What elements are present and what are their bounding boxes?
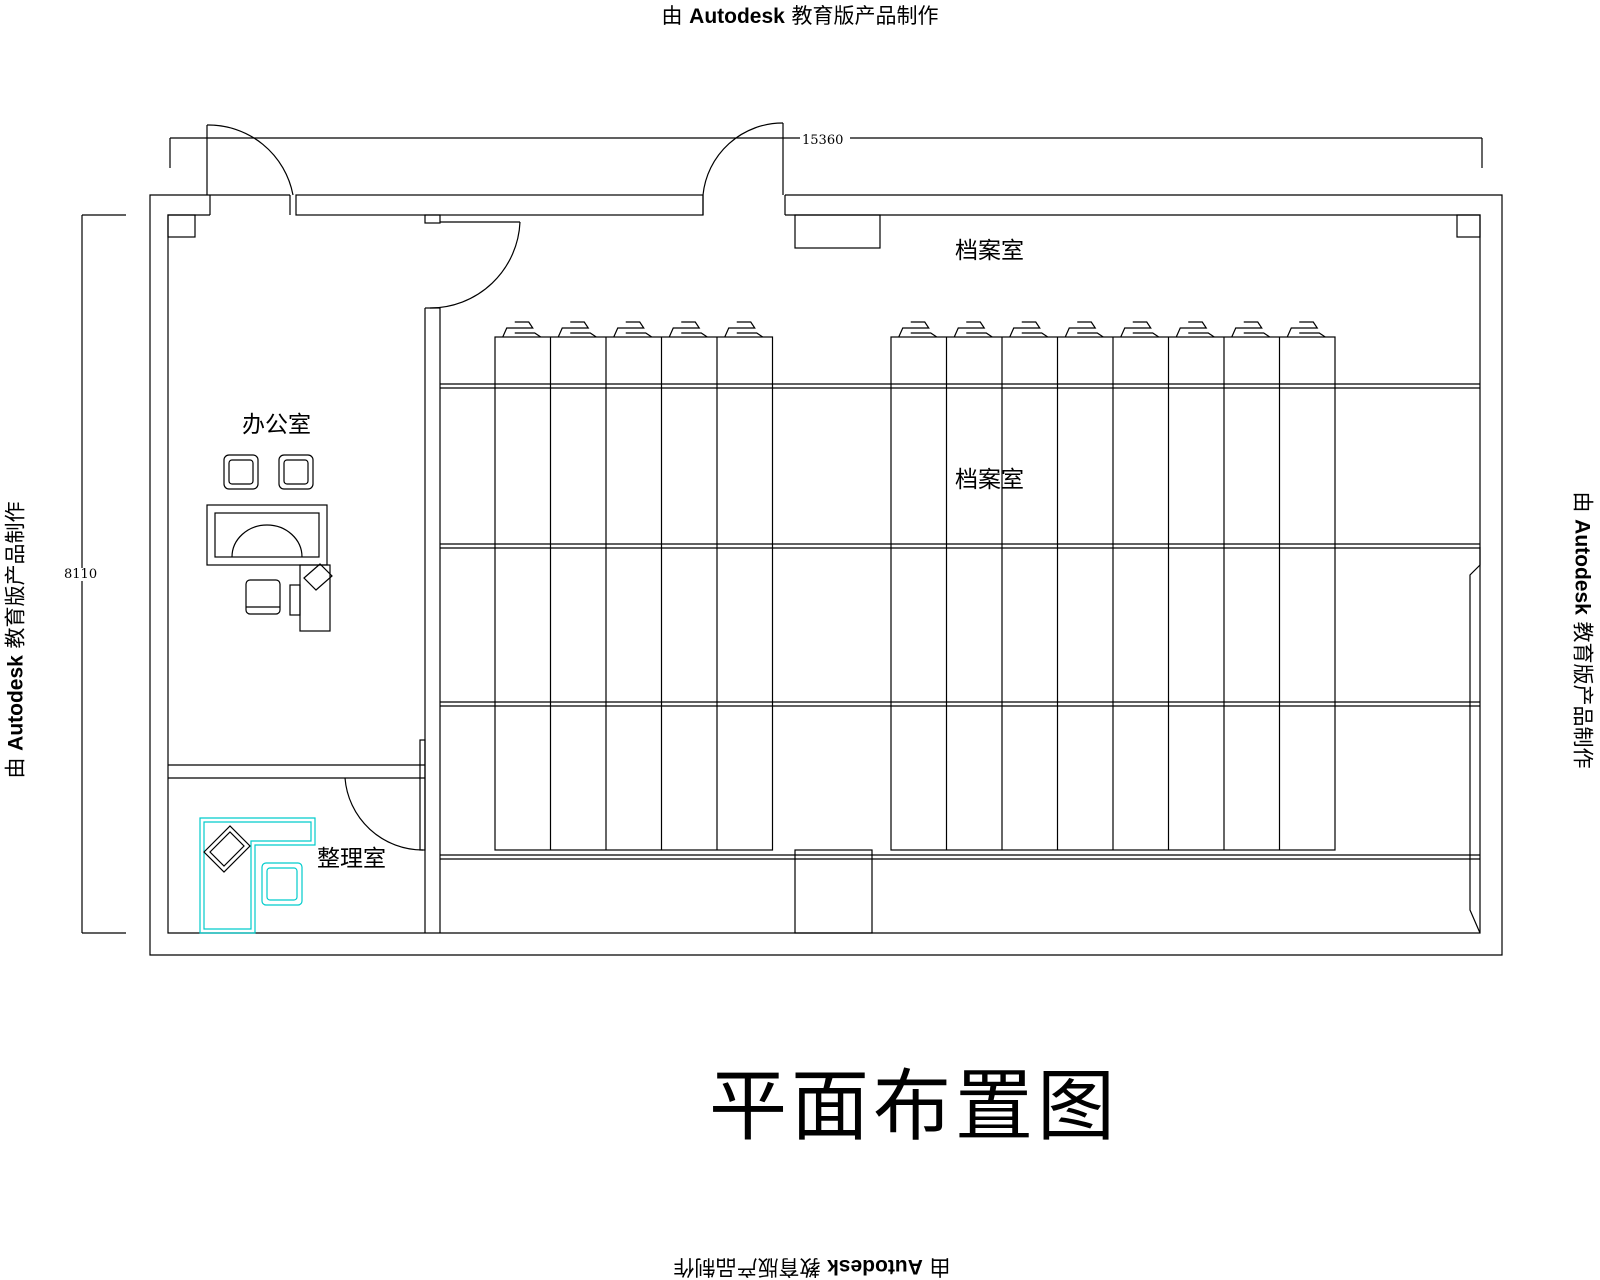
archive-shelving bbox=[440, 321, 1480, 860]
floor-cabinet-bottom bbox=[794, 849, 873, 934]
doors bbox=[206, 122, 784, 851]
shelf-handle-icon bbox=[724, 321, 764, 338]
inner-wall-line bbox=[167, 214, 1481, 934]
side-cabinet bbox=[299, 564, 331, 632]
drawing-title: 平面布置图 bbox=[708, 1062, 1120, 1152]
door-frame-office bbox=[424, 214, 441, 224]
shelf-block-outline bbox=[494, 336, 774, 851]
watermark-prefix: 由 bbox=[661, 4, 683, 28]
watermark-bottom: 由 Autodesk 教育版产品制作 bbox=[673, 1255, 951, 1279]
room-label-sorting: 整理室 bbox=[317, 846, 386, 872]
shelf-handle-icon bbox=[1231, 321, 1271, 338]
desk-top bbox=[214, 512, 320, 558]
watermark-right: 由 Autodesk 教育版产品制作 bbox=[1570, 491, 1595, 769]
shelf-handle-icon bbox=[502, 321, 542, 338]
shelf-handle-icon bbox=[1064, 321, 1104, 338]
shelf-handle-icon bbox=[613, 321, 653, 338]
door-swing-right bbox=[702, 122, 784, 196]
watermark-suffix: 教育版产品制作 bbox=[673, 1255, 821, 1279]
watermark-top: 由 Autodesk 教育版产品制作 bbox=[661, 4, 939, 28]
watermark-brand: Autodesk bbox=[827, 1255, 923, 1278]
desk-cutout bbox=[231, 524, 303, 558]
shelf-handle-icon bbox=[668, 321, 708, 338]
door-swing-left bbox=[206, 124, 294, 196]
office-furniture bbox=[206, 454, 333, 632]
watermark-left: 由 Autodesk 教育版产品制作 bbox=[3, 501, 28, 779]
door-swing-office bbox=[429, 221, 521, 309]
sorting-chair-icon bbox=[261, 862, 303, 906]
door-leaf-sorting bbox=[419, 739, 426, 851]
cabinet-handle bbox=[289, 584, 301, 616]
outer-wall-line bbox=[149, 194, 1503, 956]
shelf-handle-icon bbox=[1286, 321, 1326, 338]
chair-seat bbox=[228, 459, 254, 485]
chair-seat bbox=[283, 459, 309, 485]
right-wall-niche bbox=[1469, 547, 1481, 934]
watermark-brand: Autodesk bbox=[1570, 519, 1594, 615]
chair-icon bbox=[278, 454, 314, 490]
dimension-lines bbox=[81, 137, 1483, 934]
room-label-office: 办公室 bbox=[242, 412, 311, 438]
office-desk bbox=[206, 504, 328, 566]
copier-icon bbox=[203, 825, 251, 873]
sorting-chair-seat bbox=[266, 867, 298, 901]
shelf-handle-icon bbox=[898, 321, 938, 338]
sorting-desk bbox=[199, 817, 316, 934]
wall-cabinet-top bbox=[794, 214, 881, 249]
watermark-brand: Autodesk bbox=[4, 655, 28, 751]
room-label-archive-top: 档案室 bbox=[955, 238, 1024, 264]
watermark-prefix: 由 bbox=[1570, 491, 1595, 513]
watermark-suffix: 教育版产品制作 bbox=[1570, 621, 1595, 769]
corner-column bbox=[167, 214, 196, 238]
computer-monitor-icon bbox=[303, 563, 333, 591]
room-label-archive-main: 档案室 bbox=[955, 467, 1024, 493]
shelf-handle-icon bbox=[1120, 321, 1160, 338]
shelf-handle-icon bbox=[557, 321, 597, 338]
copier-tray-icon bbox=[209, 831, 245, 867]
shelf-handle-icon bbox=[1009, 321, 1049, 338]
watermark-suffix: 教育版产品制作 bbox=[3, 501, 28, 649]
wall-segment-between-doors bbox=[295, 194, 704, 216]
chair-icon bbox=[223, 454, 259, 490]
sorting-room-furniture bbox=[199, 817, 316, 934]
shelf-handle-icon bbox=[1175, 321, 1215, 338]
dimension-width-label: 15360 bbox=[802, 133, 844, 148]
office-chair-icon bbox=[245, 579, 281, 615]
watermark-brand: Autodesk bbox=[689, 5, 785, 28]
walls bbox=[149, 194, 1503, 956]
watermark-prefix: 由 bbox=[3, 757, 28, 779]
corner-column bbox=[1456, 214, 1481, 238]
watermark-suffix: 教育版产品制作 bbox=[791, 4, 939, 28]
shelf-handle-icon bbox=[953, 321, 993, 338]
sorting-desk-inner bbox=[203, 821, 312, 930]
door-swing-sorting bbox=[344, 777, 424, 851]
watermark-prefix: 由 bbox=[929, 1255, 951, 1279]
dimension-height-label: 8110 bbox=[64, 567, 98, 582]
